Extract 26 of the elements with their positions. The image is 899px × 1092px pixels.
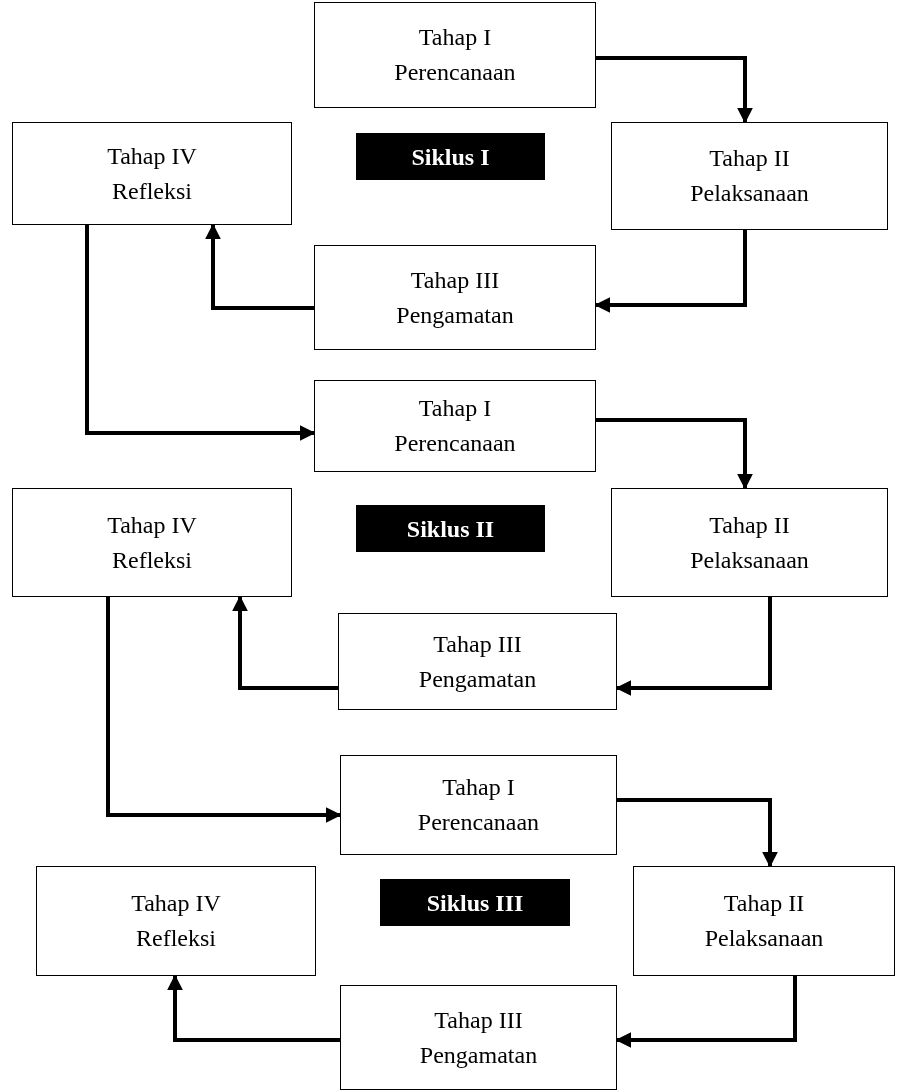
arrow [594, 230, 747, 313]
cycle-label-box: Siklus III [380, 879, 570, 926]
stage-box: Tahap II Pelaksanaan [633, 866, 895, 976]
stage-box: Tahap IV Refleksi [12, 488, 292, 597]
stage-box: Tahap II Pelaksanaan [611, 122, 888, 230]
stage-box: Tahap III Pengamatan [314, 245, 596, 350]
arrow [596, 56, 753, 124]
arrow [596, 418, 753, 490]
arrow [615, 976, 797, 1048]
stage-box: Tahap I Perencanaan [314, 2, 596, 108]
stage-box: Tahap I Perencanaan [314, 380, 596, 472]
arrow [615, 597, 772, 696]
stage-box: Tahap I Perencanaan [340, 755, 617, 855]
arrow [232, 595, 338, 690]
arrow [85, 225, 316, 441]
stage-box: Tahap II Pelaksanaan [611, 488, 888, 597]
cycle-label-box: Siklus II [356, 505, 545, 552]
arrow [617, 798, 778, 868]
cycle-label-box: Siklus I [356, 133, 545, 180]
arrow [167, 974, 340, 1042]
arrow [205, 223, 314, 310]
stage-box: Tahap IV Refleksi [36, 866, 316, 976]
stage-box: Tahap IV Refleksi [12, 122, 292, 225]
stage-box: Tahap III Pengamatan [340, 985, 617, 1090]
arrow [106, 597, 342, 823]
stage-box: Tahap III Pengamatan [338, 613, 617, 710]
